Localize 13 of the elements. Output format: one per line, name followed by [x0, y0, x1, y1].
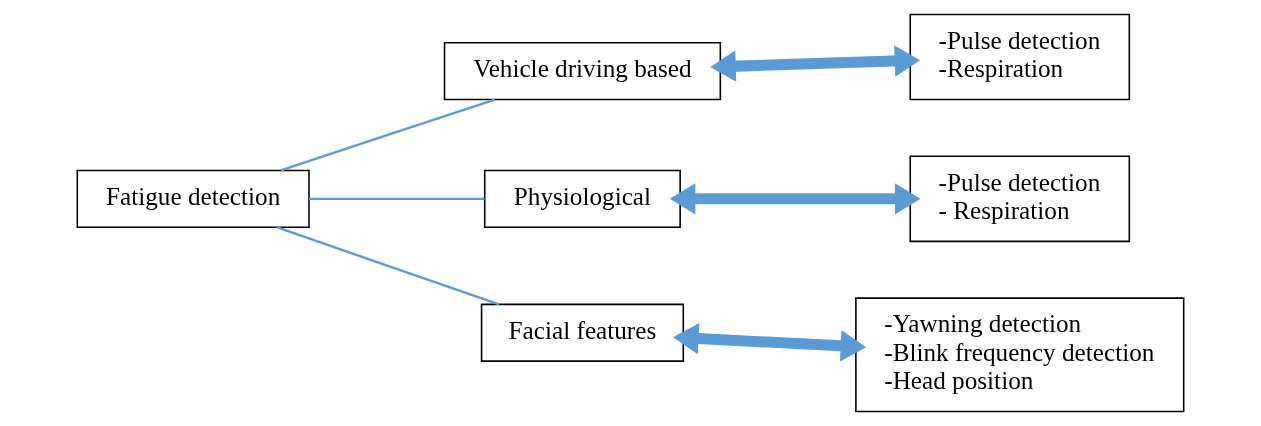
connector: [276, 226, 500, 306]
connector: [280, 98, 496, 172]
node-box: Vehicle driving based: [443, 42, 722, 101]
connector: [309, 197, 485, 200]
node-box: Fatigue detection: [76, 169, 310, 228]
arrow: [669, 183, 921, 215]
node-box: -Pulse detection - Respiration: [909, 155, 1131, 243]
arrow: [673, 323, 867, 362]
node-box: Facial features: [480, 303, 685, 362]
arrow: [710, 45, 921, 82]
node-box: Physiological: [483, 169, 681, 228]
node-box: -Pulse detection -Respiration: [909, 13, 1131, 101]
node-box: -Yawning detection -Blink frequency detection -Head position: [855, 297, 1185, 413]
